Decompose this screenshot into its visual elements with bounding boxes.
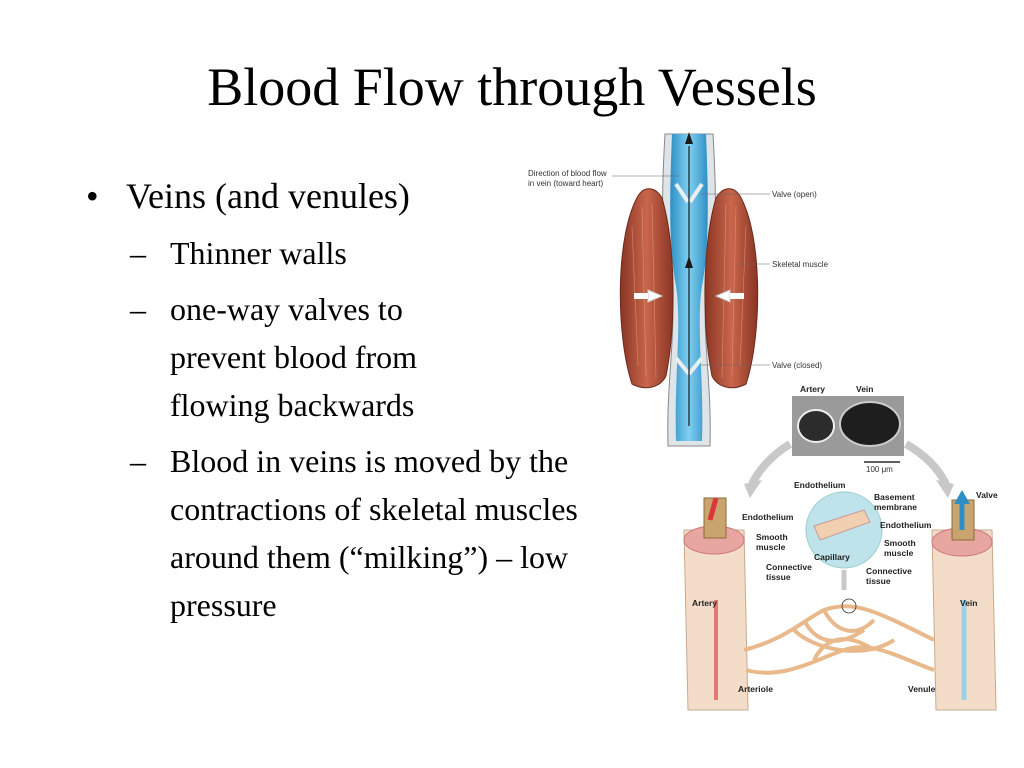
- label-endothelium-left: Endothelium: [742, 512, 794, 522]
- label-capillary: Capillary: [814, 552, 850, 562]
- vein-valve-figure: Direction of blood flow in vein (toward …: [528, 132, 829, 447]
- bullet-marker: •: [86, 176, 99, 216]
- slide-title: Blood Flow through Vessels: [207, 57, 817, 117]
- label-smooth-left-1: Smooth: [756, 532, 788, 542]
- capillary-bed: [743, 604, 935, 675]
- dash-marker: –: [130, 443, 146, 479]
- skeletal-muscle-right: [704, 188, 759, 389]
- dash-marker: –: [130, 291, 146, 327]
- label-vein-top: Vein: [856, 384, 873, 394]
- dash-marker: –: [130, 235, 146, 271]
- label-smooth-left-2: muscle: [756, 542, 786, 552]
- label-smooth-right-2: muscle: [884, 548, 914, 558]
- valve-closed: [674, 356, 704, 376]
- label-valve-closed: Valve (closed): [772, 361, 822, 370]
- label-valve: Valve: [976, 490, 998, 500]
- label-valve-open: Valve (open): [772, 190, 817, 199]
- scale-label: 100 μm: [866, 465, 893, 474]
- label-basement-2: membrane: [874, 502, 917, 512]
- sub-bullet-valves: –one-way valves to prevent blood from fl…: [86, 285, 490, 429]
- label-connective-left-2: tissue: [766, 572, 791, 582]
- label-venule: Venule: [908, 684, 936, 694]
- vessel-structure-figure: Artery Vein 100 μm Capillary Endothelium…: [683, 384, 998, 711]
- label-arteriole: Arteriole: [738, 684, 773, 694]
- label-direction-1: Direction of blood flow: [528, 169, 607, 178]
- sub-bullet-milking: –Blood in veins is moved by the contract…: [86, 437, 580, 629]
- bullet-veins: •Veins (and venules): [86, 174, 586, 219]
- label-skeletal-muscle: Skeletal muscle: [772, 260, 829, 269]
- label-artery-top: Artery: [800, 384, 825, 394]
- sub-bullet-thinner-walls: –Thinner walls: [86, 229, 586, 277]
- vein-flow-arrow-icon: [954, 490, 970, 504]
- label-connective-left-1: Connective: [766, 562, 812, 572]
- label-vein: Vein: [960, 598, 977, 608]
- label-direction-2: in vein (toward heart): [528, 179, 603, 188]
- label-smooth-right-1: Smooth: [884, 538, 916, 548]
- valve-open: [674, 182, 704, 204]
- label-artery: Artery: [692, 598, 717, 608]
- label-basement-1: Basement: [874, 492, 915, 502]
- flow-arrow-icon: [685, 132, 693, 144]
- label-connective-right-1: Connective: [866, 566, 912, 576]
- bullet-list: •Veins (and venules) –Thinner walls –one…: [86, 174, 586, 629]
- label-endothelium-top: Endothelium: [794, 480, 846, 490]
- label-endothelium-right: Endothelium: [880, 520, 932, 530]
- skeletal-muscle-left: [619, 188, 674, 389]
- label-connective-right-2: tissue: [866, 576, 891, 586]
